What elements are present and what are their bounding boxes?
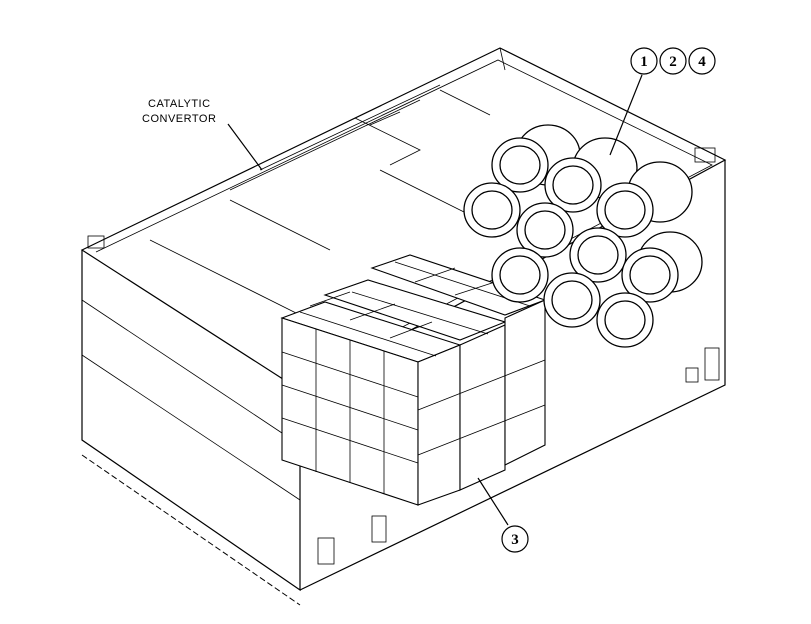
callout-group-124: 1 2 4	[609, 47, 716, 156]
callout-124-leader-line	[609, 74, 643, 156]
callout-2-circle	[659, 47, 687, 75]
label-convertor: CONVERTOR	[142, 113, 216, 125]
catalytic-convertor-label: CATALYTIC CONVERTOR	[142, 98, 263, 171]
callout-2: 2	[669, 54, 677, 70]
callout-1: 1	[640, 54, 648, 70]
label-catalytic: CATALYTIC	[148, 98, 211, 110]
shipping-container	[80, 47, 727, 606]
callout-group-3: 3	[477, 477, 529, 553]
callout-4-circle	[688, 47, 716, 75]
callout-3-circle	[501, 525, 529, 553]
callout-3-leader-line	[477, 477, 509, 526]
callout-1-circle	[630, 47, 658, 75]
callout-4: 4	[698, 54, 706, 70]
canister-cluster	[463, 124, 703, 348]
catalytic-leader-line	[227, 123, 263, 171]
callout-3: 3	[511, 532, 519, 548]
filter-box-stack	[280, 254, 547, 506]
